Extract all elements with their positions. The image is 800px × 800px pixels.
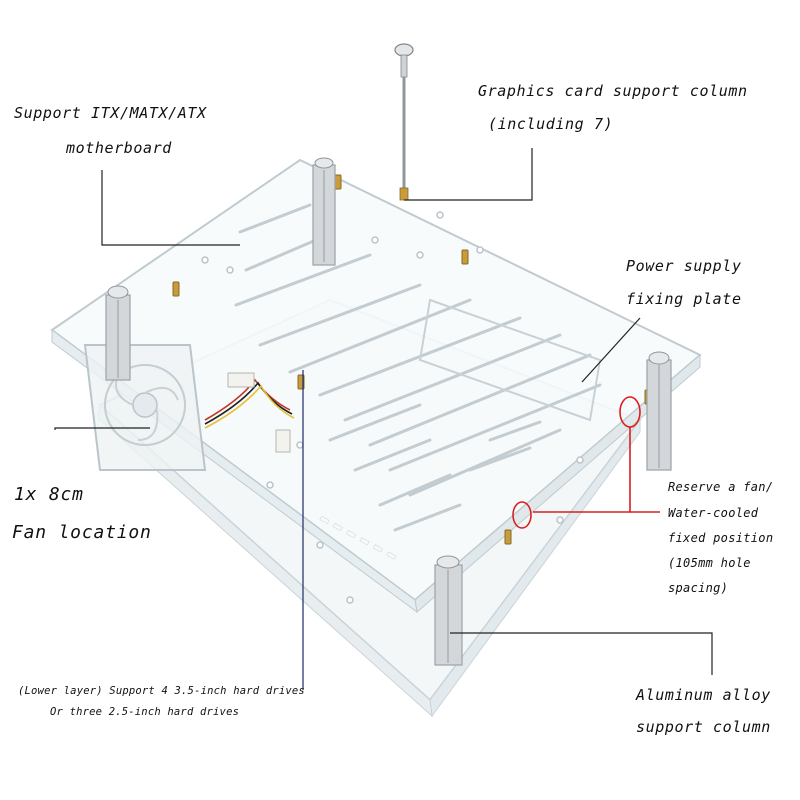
mounting-slots (234, 203, 602, 532)
fan-mount-highlights (512, 396, 660, 529)
gpu-column-label-line1: Graphics card support column (478, 82, 748, 100)
reserve-fan-label-line1: Reserve a fan/ (668, 480, 774, 494)
aluminum-column-icon (105, 157, 672, 666)
motherboard-label-line2: motherboard (66, 139, 172, 157)
fan-icon (83, 344, 207, 471)
hard-drive-label-line1: (Lower layer) Support 4 3.5-inch hard dr… (18, 685, 305, 697)
motherboard-label-line1: Support ITX/MATX/ATX (14, 104, 207, 122)
aluminum-column-label-line1: Aluminum alloy (636, 686, 771, 704)
psu-plate-label-line1: Power supply (626, 257, 742, 275)
reserve-fan-label-line4: (105mm hole (668, 556, 751, 570)
screw-holes (201, 211, 584, 604)
reserve-fan-label-line2: Water-cooled (668, 506, 759, 520)
aluminum-column-label-line2: support column (636, 718, 771, 736)
hard-drive-label-line2: Or three 2.5-inch hard drives (50, 706, 240, 718)
fan-cable (204, 372, 295, 453)
leader-lines (54, 148, 713, 675)
fan-location-label-line1: 1x 8cm (14, 484, 84, 505)
gpu-column-label-line2: (including 7) (488, 115, 614, 133)
graphics-card-column-icon (394, 43, 414, 201)
reserve-fan-label-line5: spacing) (668, 581, 729, 595)
psu-plate-label-line2: fixing plate (626, 290, 742, 308)
fan-location-label-line2: Fan location (12, 522, 152, 543)
reserve-fan-label-line3: fixed position (668, 531, 774, 545)
power-supply-plate (418, 298, 602, 422)
